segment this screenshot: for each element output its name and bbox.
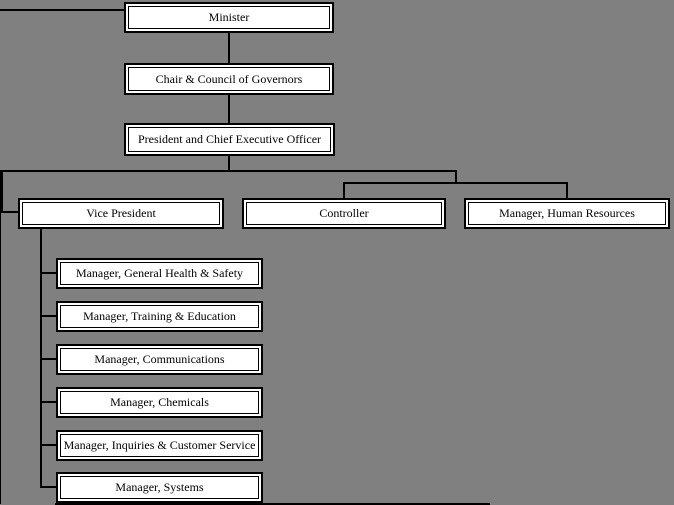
org-node-manager-hr: Manager, Human Resources — [464, 198, 670, 229]
org-node-manager-communications-label: Manager, Communications — [60, 348, 259, 371]
connector-drop-controller — [343, 182, 345, 198]
org-node-chair-label: Chair & Council of Governors — [128, 67, 330, 91]
connector-main-horizontal — [0, 170, 457, 172]
org-node-manager-systems-label: Manager, Systems — [60, 476, 259, 499]
org-node-manager-communications: Manager, Communications — [56, 344, 263, 375]
connector-stub-manager-6 — [40, 486, 56, 488]
connector-president-drop — [228, 156, 230, 172]
connector-left-vertical-upper — [0, 170, 3, 213]
connector-stub-manager-4 — [40, 401, 56, 403]
org-node-minister: Minister — [124, 2, 334, 33]
connector-right-elbow — [455, 170, 457, 184]
connector-stub-manager-1 — [40, 272, 56, 274]
org-node-manager-training-label: Manager, Training & Education — [60, 305, 259, 328]
connector-offscreen-bottom — [55, 503, 490, 505]
org-node-chair: Chair & Council of Governors — [124, 63, 334, 95]
org-node-manager-health-safety: Manager, General Health & Safety — [56, 258, 263, 289]
connector-chair-president — [228, 95, 230, 123]
connector-stub-manager-2 — [40, 315, 56, 317]
org-node-manager-inquiries: Manager, Inquiries & Customer Service — [56, 430, 263, 461]
org-node-president: President and Chief Executive Officer — [124, 123, 335, 156]
org-node-manager-systems: Manager, Systems — [56, 472, 263, 503]
org-node-manager-training: Manager, Training & Education — [56, 301, 263, 332]
connector-stub-manager-5 — [40, 444, 56, 446]
connector-stub-vice-president — [0, 211, 18, 213]
connector-minister-chair — [228, 33, 230, 63]
org-node-manager-chemicals: Manager, Chemicals — [56, 387, 263, 418]
org-node-controller: Controller — [242, 198, 446, 229]
org-node-manager-hr-label: Manager, Human Resources — [468, 202, 666, 225]
org-node-president-label: President and Chief Executive Officer — [128, 127, 331, 152]
org-node-vice-president-label: Vice President — [22, 202, 220, 225]
org-node-vice-president: Vice President — [18, 198, 224, 229]
org-node-controller-label: Controller — [246, 202, 442, 225]
connector-stub-manager-3 — [40, 358, 56, 360]
org-node-minister-label: Minister — [128, 6, 330, 29]
org-node-manager-health-safety-label: Manager, General Health & Safety — [60, 262, 259, 285]
org-node-manager-inquiries-label: Manager, Inquiries & Customer Service — [60, 434, 259, 457]
org-node-manager-chemicals-label: Manager, Chemicals — [60, 391, 259, 414]
connector-left-vertical-lower — [0, 213, 1, 504]
connector-second-horizontal — [343, 182, 568, 184]
connector-offscreen-left-to-minister — [0, 9, 124, 11]
connector-drop-manager-hr — [566, 182, 568, 198]
